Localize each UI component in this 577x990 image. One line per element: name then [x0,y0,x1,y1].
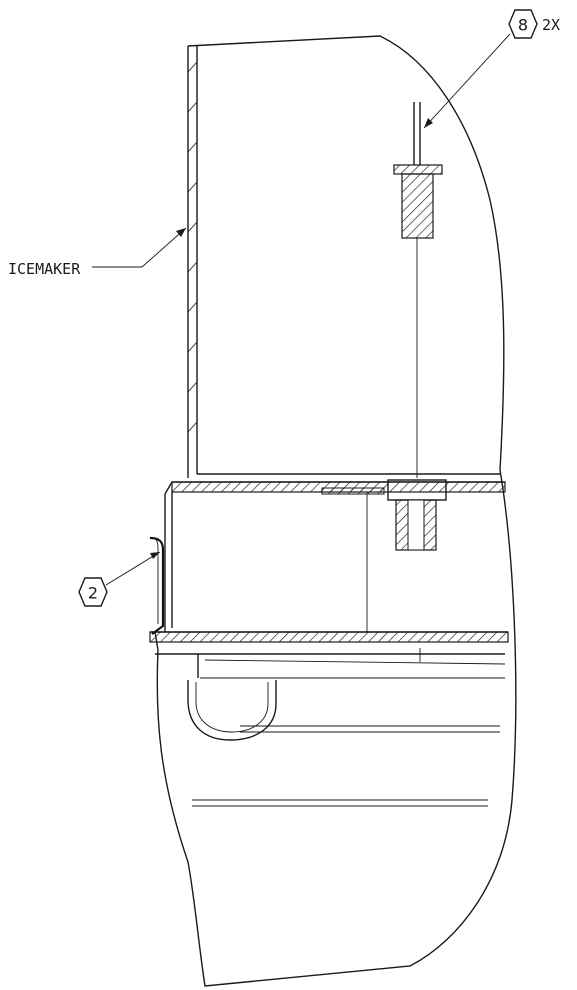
screw-fastener [393,102,443,478]
lower-bracket [164,481,368,632]
balloon-8-callout: 8 2X [423,9,560,129]
threaded-insert [387,479,447,551]
balloon-8-qty: 2X [542,16,560,34]
balloon-8-number: 8 [518,16,528,35]
icemaker-wall [187,46,198,478]
tray-section [187,648,506,807]
part-2-flange [149,536,165,635]
balloon-2-number: 2 [88,584,98,603]
lower-shelf [149,631,509,655]
upper-shelf [171,473,506,495]
icemaker-label: ICEMAKER [8,260,81,278]
balloon-8-shape [508,9,538,39]
icemaker-callout: ICEMAKER [8,227,187,278]
balloon-2-shape [78,577,108,607]
balloon-2-callout: 2 [78,551,161,607]
housing-outline [154,35,517,987]
